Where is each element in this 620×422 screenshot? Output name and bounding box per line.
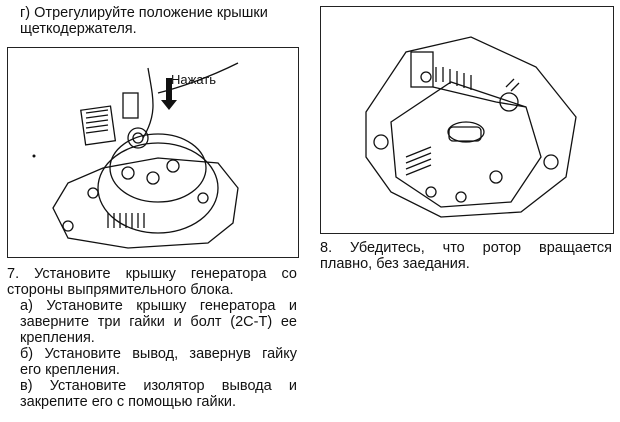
- figure-alternator-rear: [320, 6, 614, 234]
- alternator-illustration: [32, 62, 239, 249]
- step7-a-line2: заверните три гайки и болт (2C-T) ее: [20, 314, 297, 330]
- step7-c-line2: закрепите его с помощью гайки.: [20, 394, 237, 410]
- step7-line1: 7. Установите крышку генератора со: [7, 266, 297, 282]
- press-label: Нажать: [171, 72, 216, 87]
- step7-a-line1: а) Установите крышку генератора и: [20, 298, 297, 314]
- step7-b-line1: б) Установите вывод, завернув гайку: [20, 346, 297, 362]
- step-g-line1: г) Отрегулируйте положение крышки: [20, 5, 268, 21]
- step7-a-line3: крепления.: [20, 330, 95, 346]
- step7-line2: стороны выпрямительного блока.: [7, 282, 234, 298]
- step7-b-line2: его крепления.: [20, 362, 120, 378]
- step8-line1: 8. Убедитесь, что ротор вращается: [320, 240, 612, 256]
- alternator-rear-illustration: [365, 36, 577, 218]
- step-g-line2: щеткодержателя.: [20, 21, 137, 37]
- figure-press-brush-holder: Нажать: [7, 47, 299, 258]
- step7-c-line1: в) Установите изолятор вывода и: [20, 378, 297, 394]
- step8-line2: плавно, без заедания.: [320, 256, 470, 272]
- arrow-down-icon: [161, 78, 177, 110]
